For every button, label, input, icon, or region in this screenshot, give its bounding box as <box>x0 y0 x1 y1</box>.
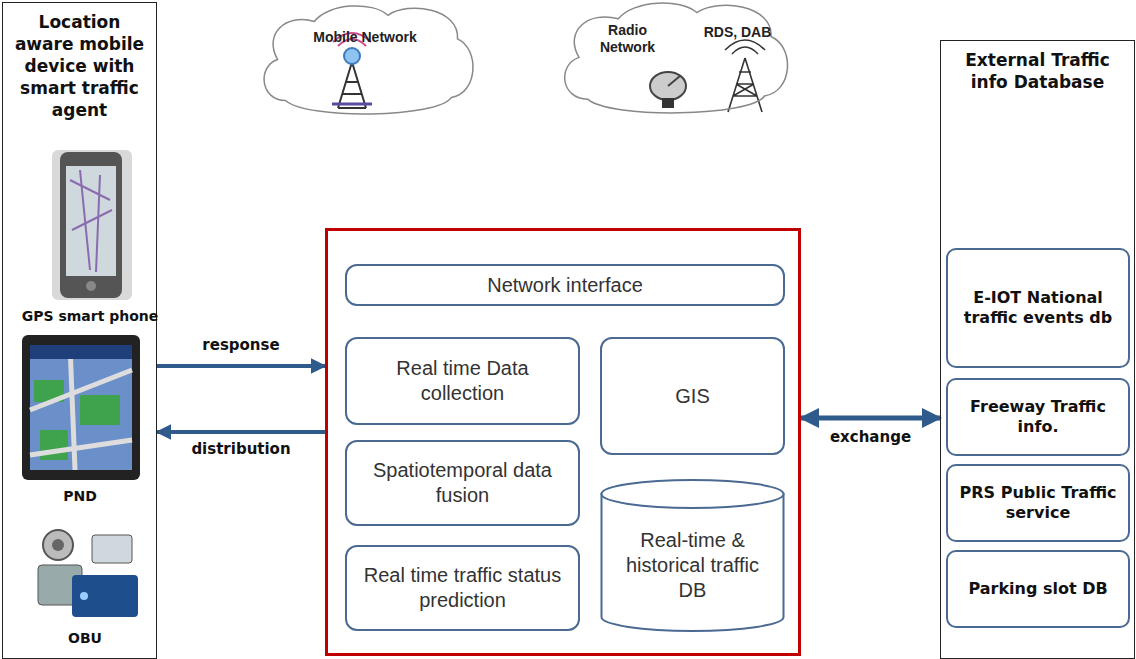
node-text: Freeway Traffic info. <box>954 397 1122 437</box>
cloud-outline <box>555 0 795 120</box>
source-box: E-IOT National traffic events db <box>946 248 1130 368</box>
node-subtext: RDS, DAB <box>695 24 780 41</box>
database-cylinder: Real-time & historical traffic DB <box>600 478 785 633</box>
node-text: Real time traffic status prediction <box>357 563 568 613</box>
connector-arrow <box>157 430 325 434</box>
cloud-path <box>264 6 473 114</box>
source-box: PRS Public Traffic service <box>946 464 1130 542</box>
node-text: Real-time & historical traffic DB <box>610 528 775 603</box>
server-box: Network interfaceReal time Data collecti… <box>325 228 801 656</box>
process-box: Network interface <box>345 264 785 306</box>
network-cloud: Mobile Network <box>255 3 480 121</box>
cylinder-body <box>602 494 784 631</box>
connector-arrow <box>801 416 940 421</box>
connector-arrow <box>157 364 325 368</box>
node-text: Mobile Network <box>290 29 440 46</box>
source-box: Freeway Traffic info. <box>946 378 1130 456</box>
node-text: Real time Data collection <box>357 356 568 406</box>
device-label: OBU <box>68 630 102 646</box>
connector-label: distribution <box>189 440 292 458</box>
process-box: GIS <box>600 337 785 455</box>
node-text: PRS Public Traffic service <box>954 483 1122 523</box>
process-box: Spatiotemporal data fusion <box>345 440 580 526</box>
node-text: Spatiotemporal data fusion <box>357 458 568 508</box>
process-box: Real time traffic status prediction <box>345 545 580 631</box>
process-box: Real time Data collection <box>345 337 580 425</box>
node-text: Network interface <box>487 273 643 298</box>
node-text: Location aware mobile device with smart … <box>7 11 152 121</box>
node-text: E-IOT National traffic events db <box>954 288 1122 328</box>
device-label: GPS smart phone <box>22 308 159 324</box>
smartphone-icon <box>52 150 132 300</box>
connector-label: response <box>200 336 281 354</box>
node-text: Radio Network <box>580 22 675 56</box>
cylinder-top <box>602 480 784 508</box>
network-cloud: Radio Network RDS, DAB <box>555 0 795 120</box>
connector-label: exchange <box>828 428 913 446</box>
obu-icon <box>38 530 138 617</box>
dish-icon <box>650 72 686 108</box>
cloud-outline <box>255 3 480 121</box>
database-panel: External Traffic info DatabaseE-IOT Nati… <box>940 40 1135 659</box>
cloud-path <box>565 3 788 113</box>
device-panel: Location aware mobile device with smart … <box>2 2 157 659</box>
source-box: Parking slot DB <box>946 550 1130 628</box>
node-text: Parking slot DB <box>968 579 1107 599</box>
device-label: PND <box>63 488 97 504</box>
node-text: GIS <box>675 384 709 409</box>
pnd-icon <box>22 335 140 480</box>
node-text: External Traffic info Database <box>945 49 1130 93</box>
